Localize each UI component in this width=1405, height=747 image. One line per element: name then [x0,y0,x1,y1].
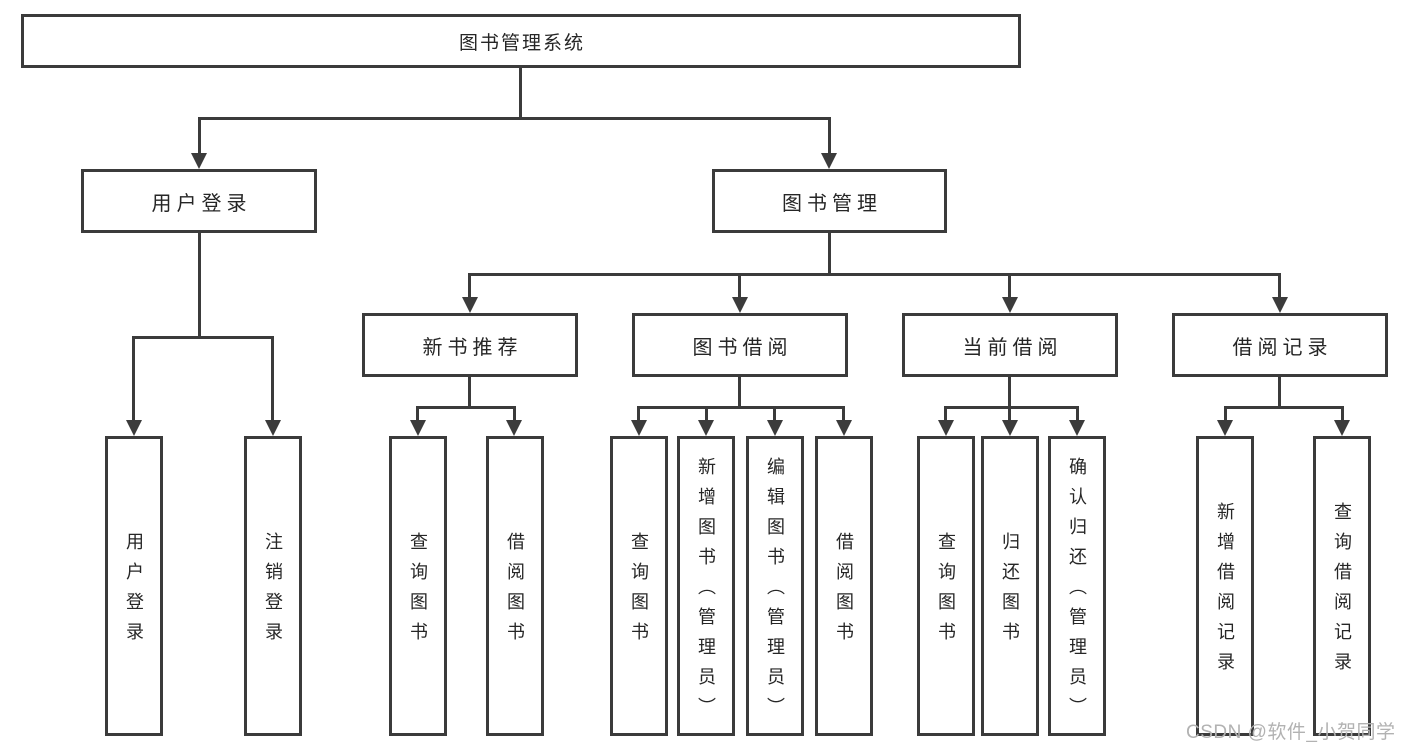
node-nbr-query-books: 查询图书 [389,436,447,736]
node-bb-borrow-books: 借阅图书 [815,436,873,736]
node-bb-add-books: 新增图书（管理员） [677,436,735,736]
connector-leaf-drop [842,406,845,420]
connector-leaf-drop [944,406,947,420]
node-cb-query-books: 查询图书 [917,436,975,736]
node-cb-confirm-return-label: 确认归还（管理员） [1067,457,1087,727]
connector-logout-leaf-drop [271,336,274,420]
arrow-down-icon [410,420,426,436]
csdn-watermark: CSDN @软件_小贺同学 [1186,722,1396,743]
node-cb-query-books-label: 查询图书 [936,532,956,652]
arrow-down-icon [767,420,783,436]
node-cb-return-books-label: 归还图书 [1000,532,1020,652]
connector-user-login-bar [132,336,274,339]
node-user-login-label: 用户登录 [151,192,252,215]
arrow-down-icon [631,420,647,436]
connector-login-leaf-drop [132,336,135,420]
node-bb-add-books-label: 新增图书（管理员） [696,457,716,727]
node-nbr-borrow-books-label: 借阅图书 [505,532,525,652]
arrow-down-icon [1069,420,1085,436]
connector-level3-bar [468,273,1281,276]
connector-cb-drop [1008,273,1011,297]
node-bb-edit-books-label: 编辑图书（管理员） [765,457,785,727]
arrow-down-icon [1002,420,1018,436]
connector-leaf-drop [637,406,640,420]
connector-leaf-drop [1224,406,1227,420]
connector-nbr-stem [468,377,471,409]
node-borrowing-records: 借阅记录 [1172,313,1388,377]
arrow-down-icon [698,420,714,436]
connector-nbr-bar [416,406,516,409]
node-root: 图书管理系统 [21,14,1021,68]
connector-leaf-drop [705,406,708,420]
arrow-down-icon [1334,420,1350,436]
connector-nbr-drop [468,273,471,297]
node-nbr-query-books-label: 查询图书 [408,532,428,652]
node-br-query-record: 查询借阅记录 [1313,436,1371,736]
connector-leaf-drop [773,406,776,420]
arrow-down-icon [462,297,478,313]
node-nbr-borrow-books: 借阅图书 [486,436,544,736]
node-book-management: 图书管理 [712,169,947,233]
node-new-book-recommendation: 新书推荐 [362,313,578,377]
connector-book-management-stem [828,233,831,276]
arrow-down-icon [506,420,522,436]
arrow-down-icon [191,153,207,169]
node-br-add-record-label: 新增借阅记录 [1215,502,1235,682]
connector-level2-bar [198,117,831,120]
arrow-down-icon [126,420,142,436]
node-bb-borrow-books-label: 借阅图书 [834,532,854,652]
node-cb-confirm-return: 确认归还（管理员） [1048,436,1106,736]
connector-bb-drop [738,273,741,297]
connector-bb-bar [637,406,845,409]
connector-br-bar [1224,406,1344,409]
connector-leaf-drop [513,406,516,420]
arrow-down-icon [821,153,837,169]
connector-leaf-drop [416,406,419,420]
connector-cb-stem [1008,375,1011,409]
node-new-book-recommendation-label: 新书推荐 [422,336,523,359]
arrow-down-icon [265,420,281,436]
node-br-add-record: 新增借阅记录 [1196,436,1254,736]
node-bb-query-books: 查询图书 [610,436,668,736]
connector-root-stem [519,68,522,120]
connector-bb-stem [738,377,741,409]
node-current-borrowing: 当前借阅 [902,313,1118,377]
arrow-down-icon [732,297,748,313]
connector-br-stem [1278,375,1281,409]
arrow-down-icon [1217,420,1233,436]
node-book-management-label: 图书管理 [782,192,882,215]
node-book-borrowing: 图书借阅 [632,313,848,377]
arrow-down-icon [836,420,852,436]
connector-leaf-drop [1341,406,1344,420]
arrow-down-icon [1272,297,1288,313]
node-borrowing-records-label: 借阅记录 [1232,336,1333,359]
node-logout: 注销登录 [244,436,302,736]
arrow-down-icon [1002,297,1018,313]
connector-leaf-drop [1008,406,1011,420]
node-logout-label: 注销登录 [263,532,283,652]
connector-br-drop [1278,273,1281,297]
connector-cb-bar [944,406,1079,409]
node-br-query-record-label: 查询借阅记录 [1332,502,1352,682]
arrow-down-icon [938,420,954,436]
node-bb-edit-books: 编辑图书（管理员） [746,436,804,736]
node-root-label: 图书管理系统 [458,32,585,54]
connector-leaf-drop [1076,406,1079,420]
connector-book-management-drop [828,117,831,153]
node-user-login-leaf: 用户登录 [105,436,163,736]
node-bb-query-books-label: 查询图书 [629,532,649,652]
node-user-login: 用户登录 [81,169,317,233]
node-book-borrowing-label: 图书借阅 [692,336,793,359]
connector-user-login-drop [198,117,201,153]
node-user-login-leaf-label: 用户登录 [124,532,144,652]
connector-user-login-stem [198,233,201,339]
node-current-borrowing-label: 当前借阅 [962,336,1063,359]
node-cb-return-books: 归还图书 [981,436,1039,736]
